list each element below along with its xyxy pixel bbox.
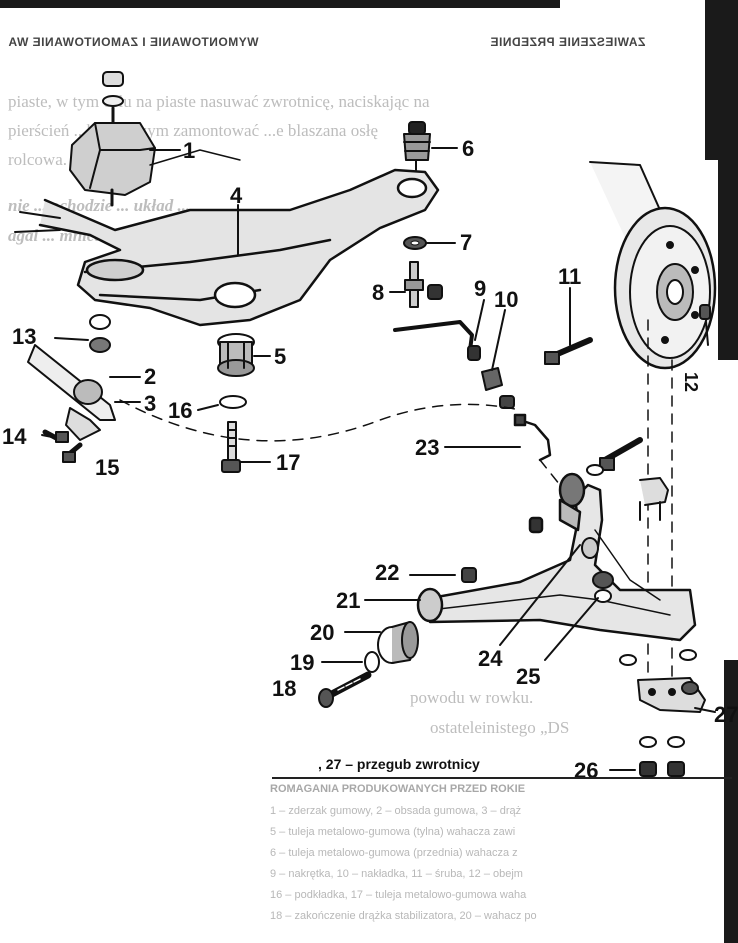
- part-26-nuts: [619, 649, 697, 777]
- label-part-13: 13: [12, 324, 37, 349]
- bleed-text-line: powodu w rowku.: [410, 688, 534, 707]
- part-27-ball-joint: [637, 677, 706, 713]
- bracket-right: [639, 477, 669, 521]
- label-part-19: 19: [290, 650, 315, 675]
- label-part-22: 22: [375, 560, 400, 585]
- label-part-14: 14: [2, 424, 27, 449]
- label-part-5: 5: [274, 344, 287, 369]
- label-part-4: 4: [230, 183, 243, 208]
- label-part-20: 20: [310, 620, 335, 645]
- leader-lines: [41, 147, 716, 771]
- part-24-25-bushings: [581, 537, 614, 603]
- part-22-nut: [461, 567, 477, 583]
- label-part-1: 1: [183, 138, 196, 163]
- legend-line: 5 – tuleja metalowo-gumowa (tylna) wahac…: [270, 826, 516, 838]
- part-9-10-link: [393, 320, 515, 409]
- label-part-11: 11: [558, 264, 582, 289]
- part-23-link-rod: [513, 413, 552, 462]
- label-part-3: 3: [144, 391, 157, 416]
- legend-line: 16 – podkładka, 17 – tuleja metalowo-gum…: [270, 889, 527, 901]
- label-part-23: 23: [415, 435, 440, 460]
- label-part-12: 12: [681, 372, 701, 393]
- label-part-25: 25: [516, 664, 541, 689]
- part-19-washer: [364, 651, 380, 673]
- dark-edge-right: [718, 160, 738, 360]
- part-1-rubber-bumper: [69, 71, 156, 207]
- label-part-6: 6: [462, 136, 475, 161]
- part-13-bushings: [89, 314, 111, 353]
- label-part-2: 2: [144, 364, 157, 389]
- label-part-17: 17: [276, 450, 301, 475]
- legend-line: 1 – zderzak gumowy, 2 – obsada gumowa, 3…: [270, 805, 522, 817]
- label-part-8: 8: [372, 280, 385, 305]
- label-part-27: 27: [714, 702, 738, 727]
- label-part-26: 26: [574, 758, 599, 783]
- part-16-washer: [219, 395, 247, 409]
- bolt-right: [586, 437, 643, 476]
- legend-line: 9 – nakrętka, 10 – nakładka, 11 – śruba,…: [270, 868, 523, 880]
- part-20-lower-arm: [416, 472, 697, 642]
- label-part-15: 15: [95, 455, 120, 480]
- figure-caption: , 27 – przegub zwrotnicy: [318, 756, 480, 772]
- bleed-text-line: ostateleinistego „DS: [430, 718, 570, 737]
- part-14-15-bolts: [42, 429, 83, 463]
- label-part-21: 21: [336, 588, 361, 613]
- dark-edge-right-low: [724, 660, 738, 943]
- legend-line: 6 – tuleja metalowo-gumowa (przednia) wa…: [270, 847, 518, 859]
- label-part-24: 24: [478, 646, 503, 671]
- steering-knuckle: [589, 161, 717, 370]
- label-part-16: 16: [168, 398, 193, 423]
- legend-line: 18 – zakończenie drążka stabilizatora, 2…: [270, 910, 537, 922]
- dark-edge-top-left: [0, 0, 560, 8]
- part-21-bushing: [377, 621, 419, 664]
- label-part-7: 7: [460, 230, 473, 255]
- part-2-3-stabilizer: [27, 344, 116, 441]
- part-8-bolt: [404, 261, 443, 308]
- caption-rule: [272, 777, 732, 779]
- label-part-10: 10: [494, 287, 519, 312]
- bleed-text-line: rolcowa.: [8, 150, 68, 169]
- part-5-bushing: [217, 333, 255, 377]
- part-6-bump-stop: [403, 121, 431, 171]
- legend-heading: ROMAGANIA PRODUKOWANYCH PRZED ROKIE: [270, 783, 526, 795]
- label-part-18: 18: [272, 676, 297, 701]
- part-17-bolt: [221, 421, 241, 473]
- part-18-bolt: [318, 671, 372, 708]
- dark-edge-top-right: [705, 0, 738, 160]
- part-11-bolt: [544, 337, 593, 365]
- label-part-9: 9: [474, 276, 487, 301]
